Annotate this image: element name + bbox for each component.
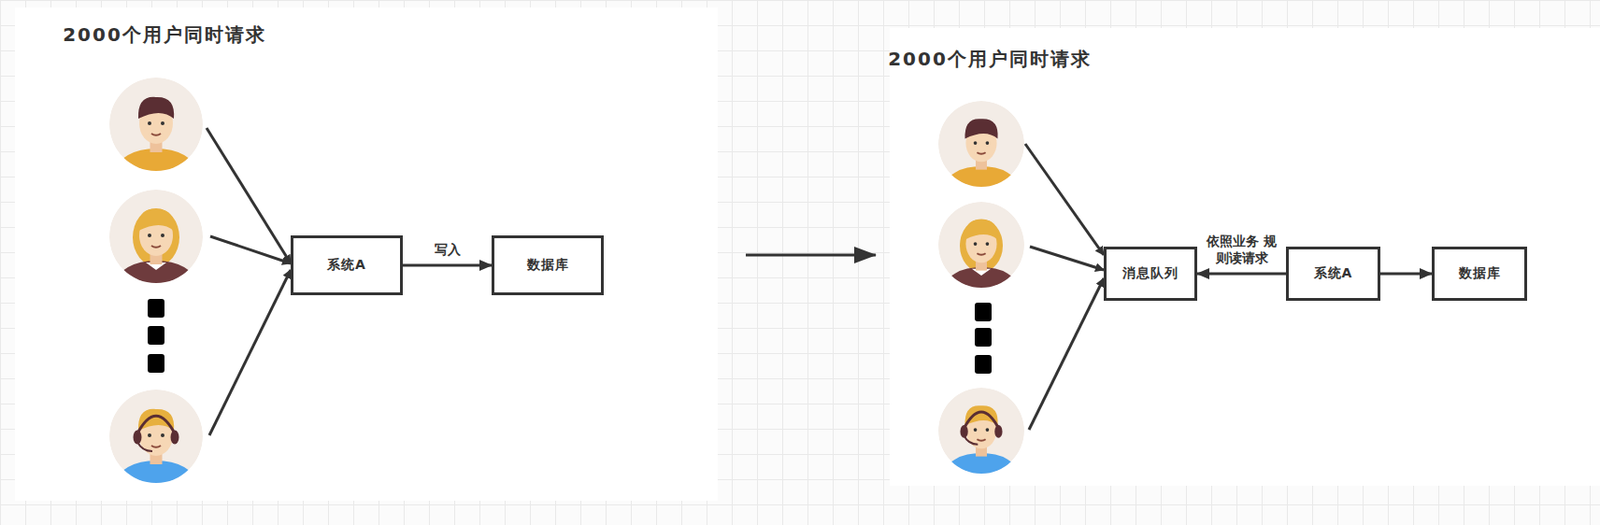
user-avatar	[938, 100, 1025, 208]
request-arrow	[209, 270, 291, 436]
flow-arrow	[402, 264, 492, 268]
box-text: 系统A	[1314, 265, 1354, 283]
box-text: 数据库	[1458, 265, 1501, 283]
process-box: 数据库	[1431, 246, 1528, 301]
user-avatar	[109, 77, 203, 194]
request-arrow	[206, 128, 291, 264]
box-text: 数据库	[527, 257, 570, 274]
right-panel	[889, 28, 1600, 486]
request-arrow	[1028, 278, 1104, 430]
ellipsis-dot	[974, 328, 992, 347]
left-panel	[14, 7, 718, 501]
process-box: 数据库	[491, 235, 604, 296]
ellipsis-dot	[147, 299, 165, 318]
box-text: 系统A	[327, 257, 367, 274]
process-box: 系统A	[290, 235, 403, 296]
user-avatar	[109, 189, 203, 306]
edge-label: 依照业务 规则读请求	[1202, 232, 1281, 267]
users-group	[109, 77, 1104, 506]
heading-label: 2000个用户同时请求	[56, 22, 273, 47]
process-box: 系统A	[1285, 246, 1381, 301]
transition-arrow	[745, 254, 876, 258]
ellipsis-dot	[147, 326, 165, 345]
process-box: 消息队列	[1103, 246, 1198, 301]
user-avatar	[109, 389, 203, 506]
ellipsis-dot	[974, 355, 992, 374]
request-arrow	[1025, 143, 1104, 256]
request-arrow	[1029, 246, 1104, 271]
flow-arrow	[1380, 272, 1432, 276]
edge-label: 写入	[432, 241, 463, 258]
ellipsis-dot	[974, 302, 992, 322]
user-avatar	[938, 201, 1025, 309]
heading-label: 2000个用户同时请求	[881, 46, 1099, 72]
ellipsis-dot	[147, 354, 165, 373]
request-arrow	[210, 236, 291, 264]
flow-arrow	[1197, 272, 1286, 276]
box-text: 消息队列	[1122, 265, 1179, 283]
user-avatar	[938, 387, 1025, 495]
